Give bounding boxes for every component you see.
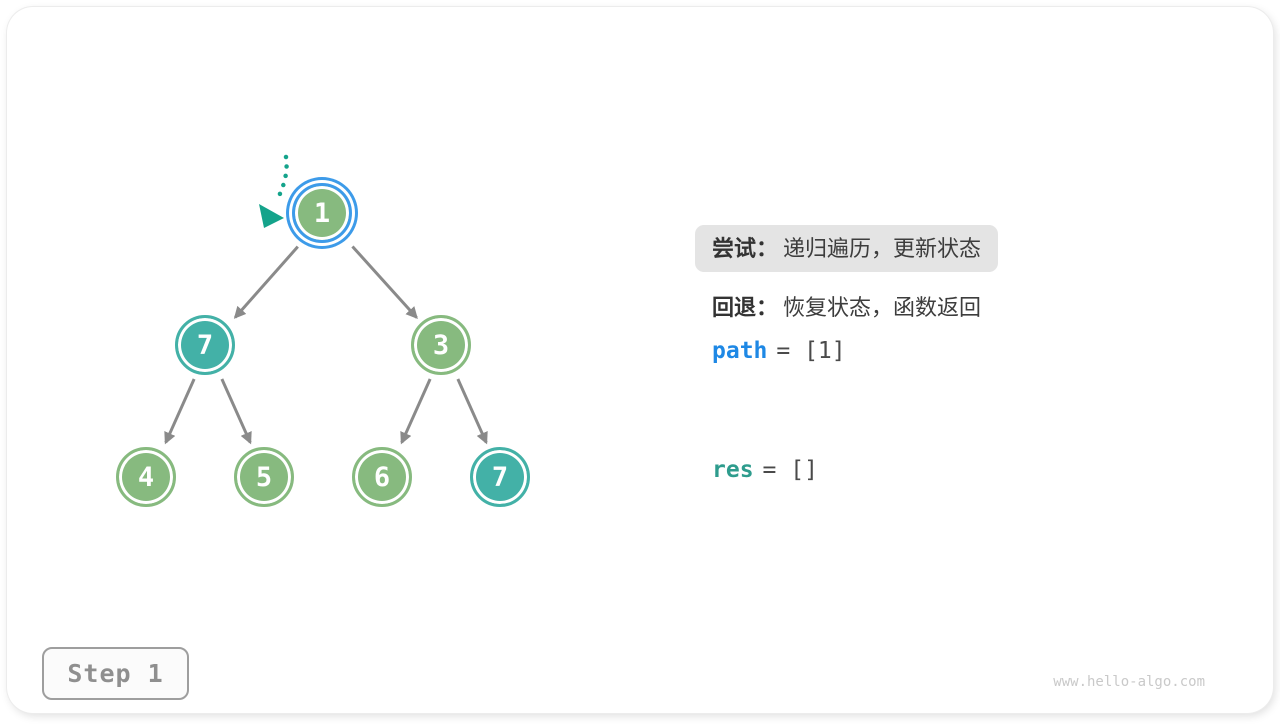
res-variable-line: res = []: [712, 457, 818, 483]
res-var-name: res: [712, 457, 754, 483]
current-pointer-arrowhead-icon: [259, 204, 284, 228]
tree-node-4: 4: [116, 447, 176, 507]
tree-edge: [222, 379, 250, 443]
tree-edge: [458, 379, 486, 443]
back-text: 恢复状态，函数返回: [783, 295, 981, 320]
current-pointer-dotted-arrow: [277, 157, 287, 200]
try-text: 递归遍历，更新状态: [783, 236, 981, 261]
tree-edge: [352, 246, 416, 317]
tree-node-3: 3: [411, 315, 471, 375]
tree-node-6: 6: [352, 447, 412, 507]
res-var-value: = []: [763, 457, 818, 483]
tree-node-1: 1: [292, 183, 352, 243]
path-var-name: path: [712, 338, 767, 364]
step-badge-label: Step 1: [67, 659, 163, 688]
tree-node-7: 7: [175, 315, 235, 375]
annotation-back: 回退：恢复状态，函数返回: [712, 290, 981, 322]
path-var-value: = [1]: [776, 338, 845, 364]
back-label: 回退：: [712, 295, 778, 320]
tree-edge: [402, 379, 430, 443]
tree-node-7: 7: [470, 447, 530, 507]
tree-edge: [235, 247, 298, 318]
watermark: www.hello-algo.com: [1053, 674, 1205, 690]
try-label: 尝试：: [712, 236, 778, 261]
tree-node-5: 5: [234, 447, 294, 507]
path-variable-line: path = [1]: [712, 338, 846, 364]
annotation-try: 尝试：递归遍历，更新状态: [695, 225, 998, 272]
step-badge: Step 1: [42, 647, 189, 700]
tree-edge: [166, 379, 194, 443]
